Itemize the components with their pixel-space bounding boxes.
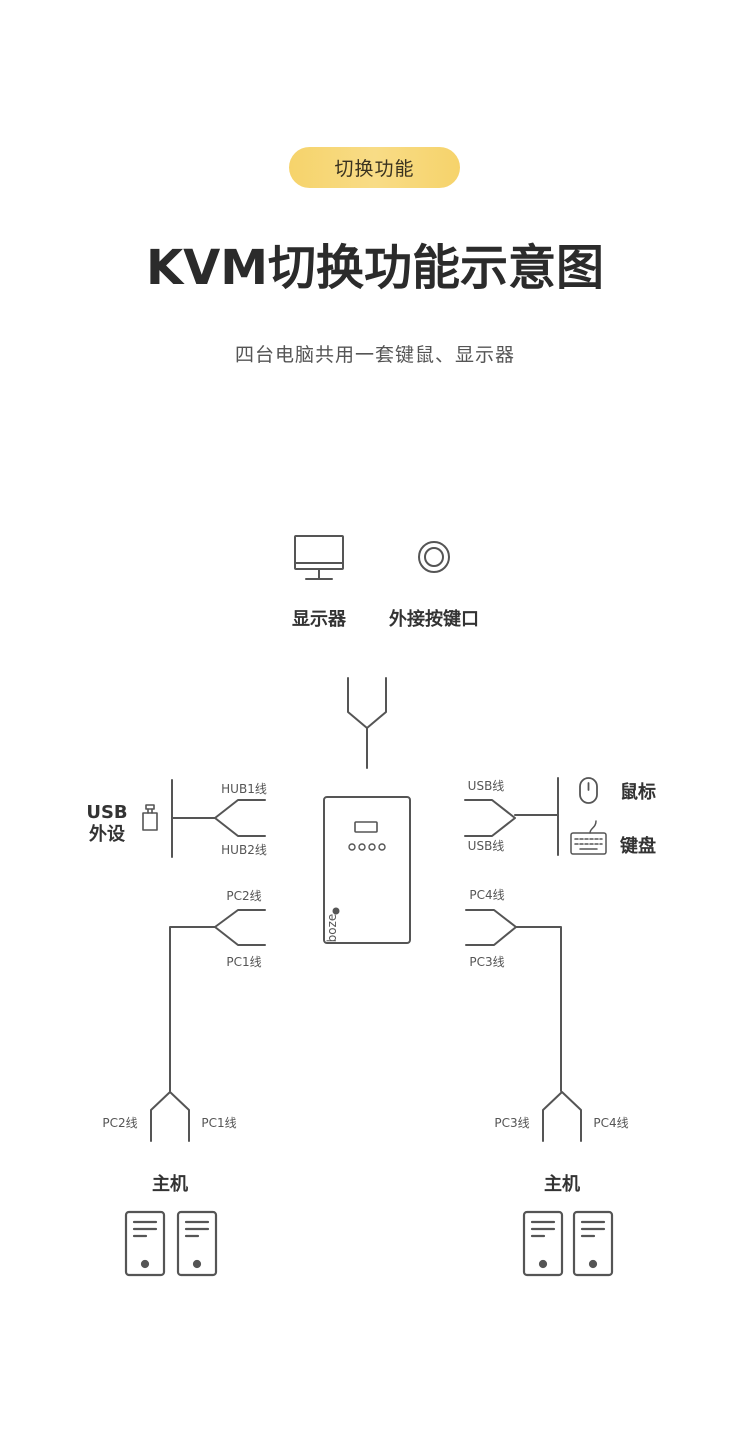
mouse-icon — [579, 777, 598, 804]
host-label-left: 主机 — [152, 1173, 188, 1195]
pc2-label-bottom-left: PC2线 — [102, 1116, 137, 1130]
computer-tower-icon — [176, 1210, 218, 1277]
mouse-label: 鼠标 — [620, 781, 656, 803]
usb-b-label: USB线 — [468, 839, 505, 853]
pc4-label-bottom-right: PC4线 — [593, 1116, 628, 1130]
usb-a-label: USB线 — [468, 779, 505, 793]
computer-tower-icon — [124, 1210, 166, 1277]
right-pc-cable — [465, 909, 582, 1142]
computer-tower-icon — [522, 1210, 564, 1277]
hub2-label: HUB2线 — [221, 843, 267, 857]
pc3-label-bottom-right: PC3线 — [494, 1116, 529, 1130]
kvm-device — [323, 796, 411, 944]
pc4-label-top-right: PC4线 — [469, 888, 504, 902]
usb-label-line1: USB — [86, 802, 127, 823]
hub1-label: HUB1线 — [221, 782, 267, 796]
host-label-right: 主机 — [544, 1173, 580, 1195]
monitor-icon — [294, 535, 344, 580]
pc2-label-top-left: PC2线 — [226, 889, 261, 903]
right-usb-cable — [464, 777, 559, 856]
page-title: KVM切换功能示意图 — [145, 240, 605, 296]
pc1-label-top-left: PC1线 — [226, 955, 261, 969]
device-brand-text: boze — [325, 914, 339, 943]
keyboard-icon — [570, 820, 607, 855]
usb-plug-icon — [142, 804, 158, 831]
top-y-cable — [347, 677, 387, 769]
usb-label-line2: 外设 — [89, 823, 125, 845]
keyboard-label: 键盘 — [619, 835, 656, 857]
page-subtitle: 四台电脑共用一套键鼠、显示器 — [234, 344, 515, 366]
left-pc-cable — [150, 909, 266, 1142]
computer-tower-icon — [572, 1210, 614, 1277]
button-port-icon — [418, 541, 450, 573]
monitor-label: 显示器 — [292, 609, 347, 630]
pc1-label-bottom-left: PC1线 — [201, 1116, 236, 1130]
button-port-label: 外接按键口 — [389, 608, 479, 630]
left-usb-cable — [171, 779, 266, 858]
pc3-label-top-right: PC3线 — [469, 955, 504, 969]
section-badge: 切换功能 — [289, 147, 460, 188]
device-logo: boze — [325, 907, 340, 943]
